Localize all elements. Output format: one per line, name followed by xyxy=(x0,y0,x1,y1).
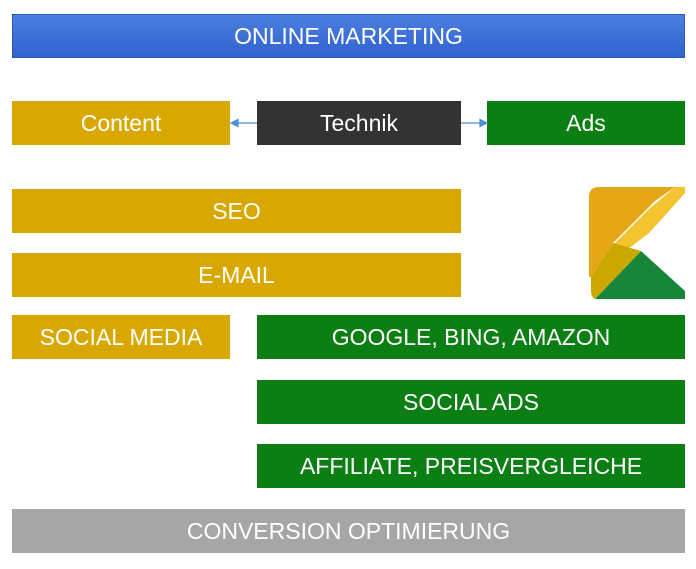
search-ads-box: GOOGLE, BING, AMAZON xyxy=(257,315,685,359)
technik-box: Technik xyxy=(257,101,461,145)
conversion-optimierung-footer: CONVERSION OPTIMIERUNG xyxy=(12,509,685,553)
email-box: E-MAIL xyxy=(12,253,461,297)
online-marketing-header: ONLINE MARKETING xyxy=(12,14,685,58)
seo-box: SEO xyxy=(12,189,461,233)
arrowhead-content xyxy=(229,118,239,128)
affiliate-box: AFFILIATE, PREISVERGLEICHE xyxy=(257,444,685,488)
arrowhead-ads xyxy=(479,118,489,128)
social-ads-box: SOCIAL ADS xyxy=(257,380,685,424)
social-media-box: SOCIAL MEDIA xyxy=(12,315,230,359)
ads-box: Ads xyxy=(487,101,685,145)
content-box: Content xyxy=(12,101,230,145)
brand-logo-icon xyxy=(589,187,685,299)
